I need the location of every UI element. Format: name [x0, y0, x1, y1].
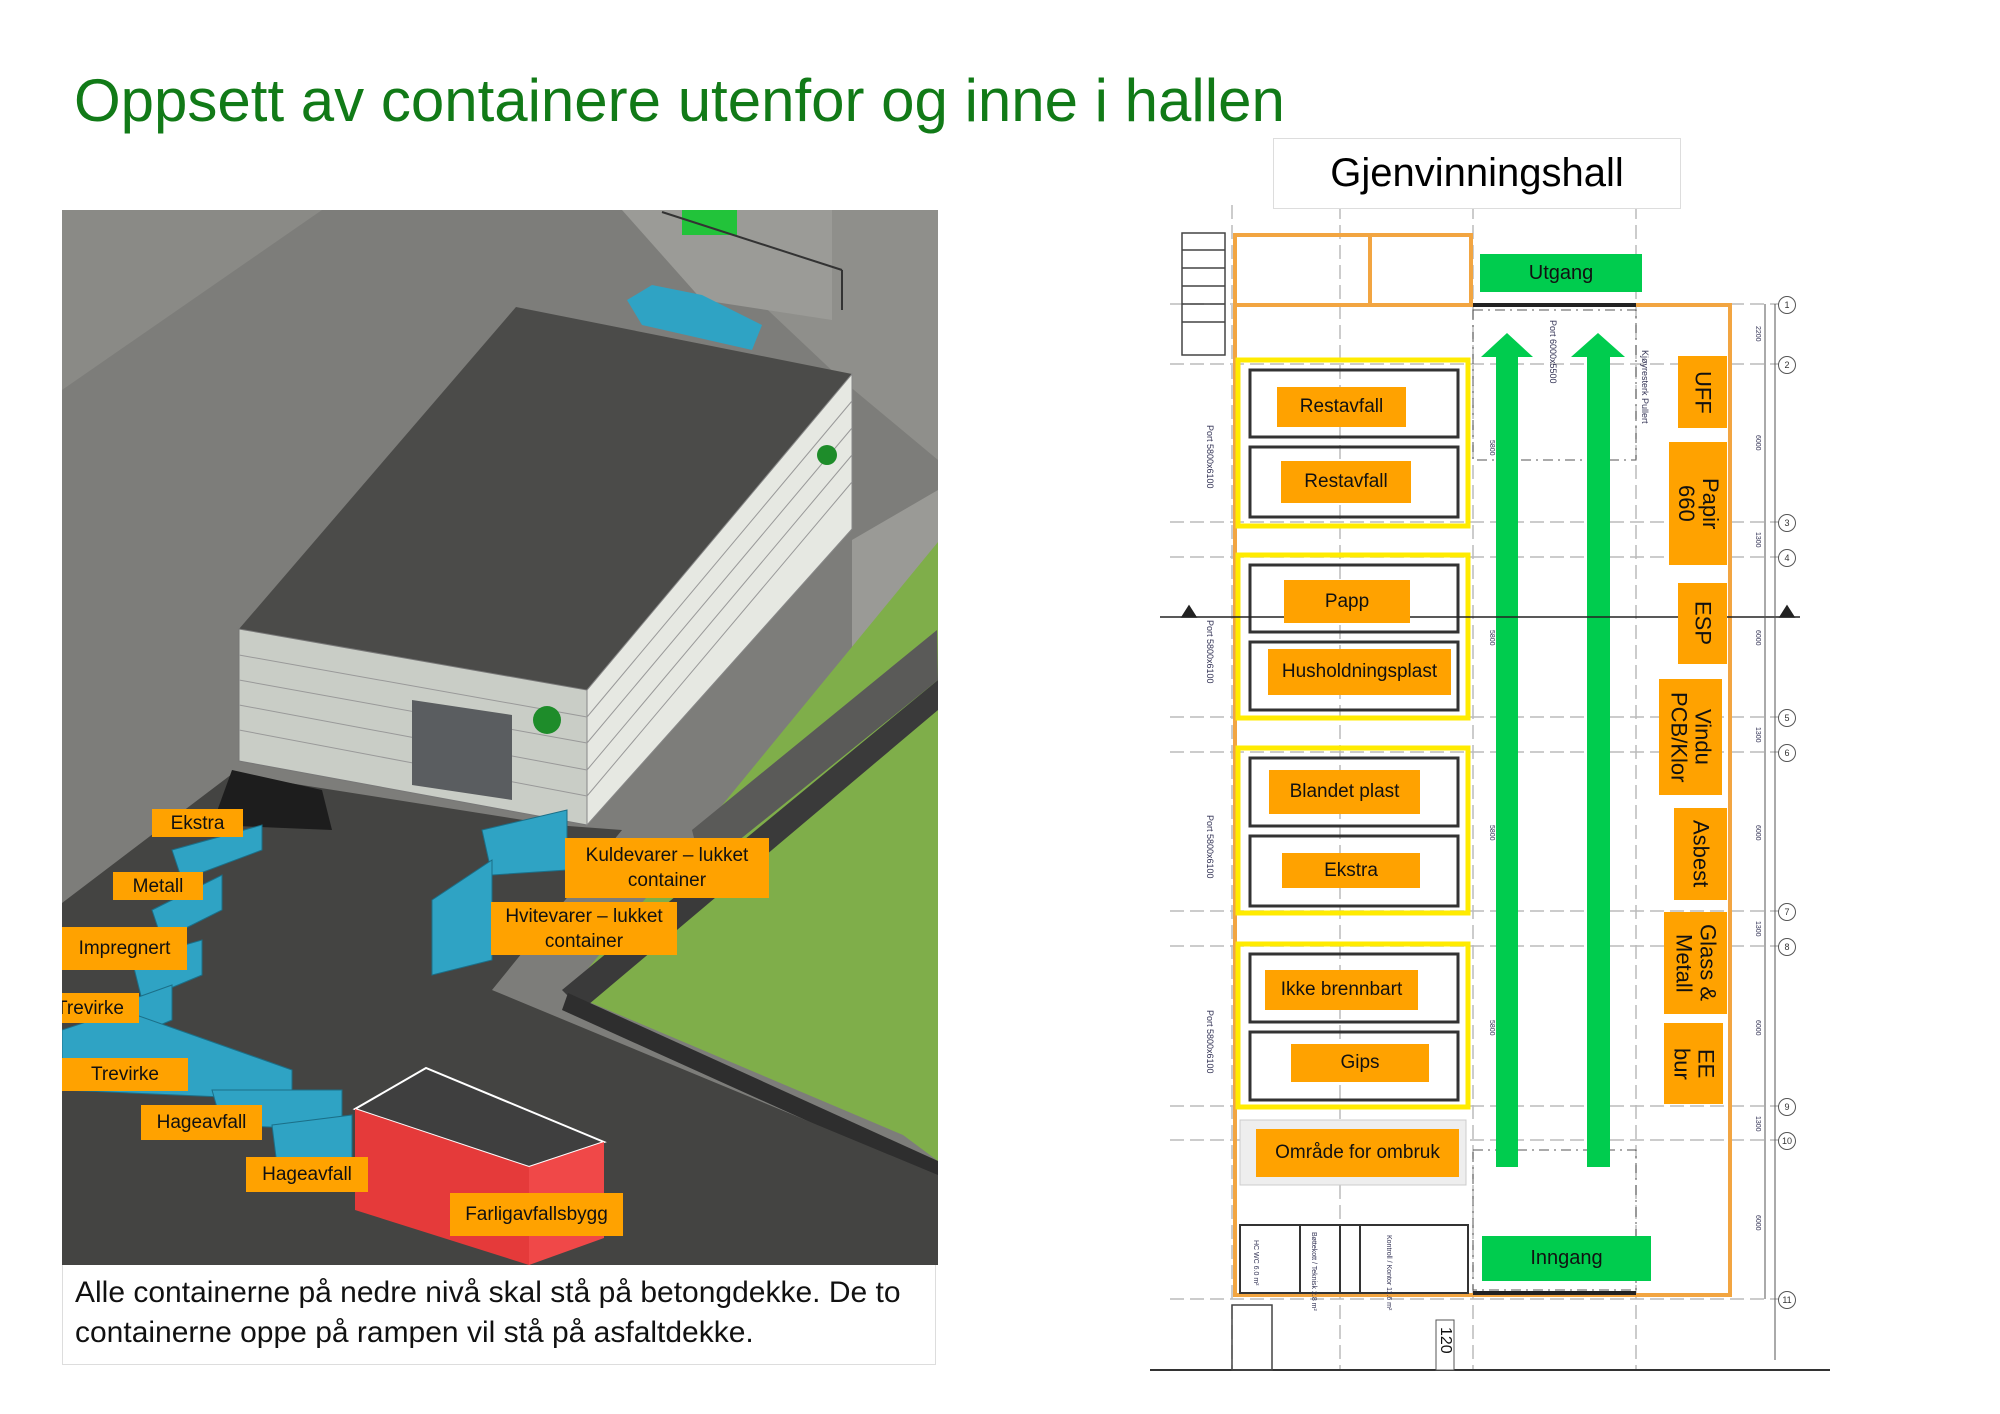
dimension: 6000	[1754, 435, 1761, 451]
bay-gips: Gips	[1291, 1044, 1429, 1082]
grid-axis-bubble: 9	[1778, 1098, 1796, 1116]
arrow-left-head	[1481, 333, 1533, 357]
grid-axis-bubble: 1	[1778, 296, 1796, 314]
bay-blandet-plast: Blandet plast	[1269, 770, 1420, 814]
dimension: 2200	[1754, 326, 1761, 342]
loader-vehicle	[627, 285, 762, 350]
bay-ikke-brennbart: Ikke brennbart	[1265, 970, 1418, 1010]
area-ombruk: Område for ombruk	[1256, 1129, 1459, 1177]
dimension: 1300	[1754, 921, 1761, 937]
wall-container-papir-660: Papir 660	[1669, 442, 1727, 565]
hall-roof	[239, 307, 852, 690]
label-hvitevarer: Hvitevarer – lukket container	[491, 902, 677, 955]
wall-container-asbest: Asbest	[1674, 808, 1727, 900]
site-illustration	[62, 210, 938, 1265]
grid-axis-bubble: 4	[1778, 549, 1796, 567]
hall-title: Gjenvinningshall	[1273, 138, 1681, 209]
bay-dimension: 5800	[1488, 630, 1495, 646]
hall-door	[412, 700, 512, 800]
label-hageavfall-2: Hageavfall	[246, 1157, 368, 1192]
hall-side-wall	[586, 372, 853, 827]
room-label: Kontroll / Kontor 11.6 m²	[1385, 1235, 1392, 1311]
room-label: Bøttekott / Teknisk 2.8 m²	[1310, 1232, 1317, 1311]
remidt-logo	[533, 445, 837, 734]
grid-axis-bubble: 11	[1778, 1291, 1796, 1309]
dimension: 1300	[1754, 532, 1761, 548]
port-label: Port 5800x6100	[1205, 815, 1215, 879]
grid-axis-bubble: 3	[1778, 514, 1796, 532]
grid-axis-bubble: 7	[1778, 903, 1796, 921]
dimension: 6000	[1754, 1020, 1761, 1036]
grid-axis-bubble: 2	[1778, 356, 1796, 374]
dimension: 1300	[1754, 1116, 1761, 1132]
page-title: Oppsett av containere utenfor og inne i …	[74, 67, 1285, 134]
arrow-right-head	[1571, 333, 1625, 357]
site-3d-view: Ekstra Metall Impregnert Trevirke Trevir…	[62, 210, 938, 1265]
bay-ekstra: Ekstra	[1282, 853, 1420, 888]
label-kuldevarer: Kuldevarer – lukket container	[565, 838, 769, 898]
wall-container-glass-metall: Glass & Metall	[1664, 912, 1727, 1014]
bay-papp: Papp	[1284, 580, 1410, 623]
entrance-label: Inngang	[1482, 1236, 1651, 1281]
arrow-right-shaft	[1587, 355, 1610, 1167]
label-trevirke-2: Trevirke	[62, 1058, 188, 1091]
bay-dimension: 5800	[1488, 440, 1495, 456]
dimension: 1300	[1754, 727, 1761, 743]
label-hageavfall-1: Hageavfall	[141, 1105, 262, 1140]
level-marker: 120	[1437, 1327, 1454, 1354]
wall-container-uff: UFF	[1678, 356, 1727, 428]
grid-axis-bubble: 10	[1778, 1132, 1796, 1150]
bay-restavfall-1: Restavfall	[1277, 387, 1406, 427]
grid-axis-bubble: 5	[1778, 709, 1796, 727]
port-label: Port 5800x6100	[1205, 1010, 1215, 1074]
dimension: 6000	[1754, 1215, 1761, 1231]
wall-container-esp: ESP	[1678, 583, 1727, 664]
bay-husholdningsplast: Husholdningsplast	[1268, 649, 1451, 695]
label-trevirke-1: Trevirke	[62, 993, 139, 1023]
label-metall: Metall	[113, 872, 203, 900]
port-label: Port 5800x6100	[1205, 425, 1215, 489]
bay-restavfall-2: Restavfall	[1281, 461, 1411, 503]
bay-dimension: 5800	[1488, 825, 1495, 841]
grid-axis-bubble: 8	[1778, 938, 1796, 956]
wall-container-ee-bur: EE bur	[1664, 1023, 1723, 1104]
traffic-arrows	[1481, 333, 1625, 1167]
dimension: 6000	[1754, 630, 1761, 646]
room-label: HC WC 6.0 m²	[1252, 1240, 1259, 1286]
exit-label: Utgang	[1480, 254, 1642, 292]
port-label: Port 5800x6100	[1205, 620, 1215, 684]
arrow-left-shaft	[1496, 355, 1518, 1167]
wall-container-vindu-pcb: Vindu PCB/Klor	[1659, 679, 1722, 795]
label-farligavfallsbygg: Farligavfallsbygg	[450, 1193, 623, 1236]
grid-axis-bubble: 6	[1778, 744, 1796, 762]
port-label: Port 6000x5500	[1548, 320, 1558, 384]
stairs	[1181, 232, 1273, 1371]
caption-text: Alle containerne på nedre nivå skal stå …	[62, 1265, 936, 1365]
label-impregnert: Impregnert	[62, 927, 187, 970]
dimension: 6000	[1754, 825, 1761, 841]
green-container-top	[682, 210, 737, 235]
bay-dimension: 5800	[1488, 1020, 1495, 1036]
bollard-label: Kjøyresterk Pullert	[1640, 350, 1650, 424]
label-ekstra: Ekstra	[152, 809, 243, 837]
